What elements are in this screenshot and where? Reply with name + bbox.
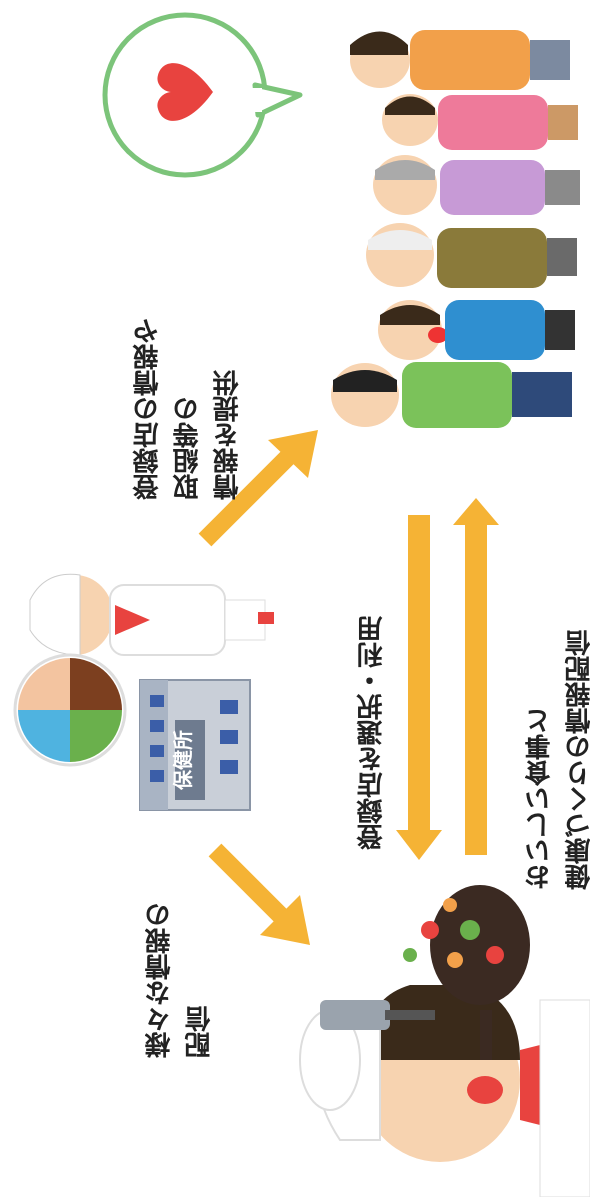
heart-icon <box>157 63 213 121</box>
provide-info-line-3: 情報を提供 <box>213 370 243 500</box>
distribute-info-line-2: 配信 <box>185 1006 215 1058</box>
info-distribution-arrow <box>453 498 499 855</box>
heart-speech-bubble-icon <box>102 12 303 178</box>
chef-icon <box>299 885 590 1197</box>
provide-info-line-2: 取組等の <box>173 396 203 500</box>
building-sign: 保健所 <box>171 730 195 791</box>
provide-info-line-1: 登録店の情報や <box>133 318 163 500</box>
health-center-building-icon: 保健所 <box>139 679 251 811</box>
meal-health-info-label: おいしい食事と 健康づくりの情報配信 <box>520 520 590 890</box>
distribute-info-arrow <box>208 843 310 945</box>
distribute-info-label: 様々な情報の 配信 <box>140 858 220 1058</box>
food-plate-icon <box>13 653 127 767</box>
select-use-arrow <box>396 515 442 860</box>
meal-health-info-line-2: 健康づくりの情報配信 <box>565 630 590 890</box>
select-use-line-1: 登録店を選択・利用 <box>357 616 387 850</box>
nutritionist-icon <box>29 573 274 656</box>
meal-health-info-line-1: おいしい食事と <box>525 708 555 890</box>
provide-info-label: 登録店の情報や 取組等の 情報を提供 <box>128 270 248 500</box>
select-use-label: 登録店を選択・利用 <box>352 530 392 850</box>
distribute-info-line-1: 様々な情報の <box>145 902 175 1058</box>
provide-info-arrow <box>198 430 318 547</box>
family-group-icon <box>331 30 580 428</box>
